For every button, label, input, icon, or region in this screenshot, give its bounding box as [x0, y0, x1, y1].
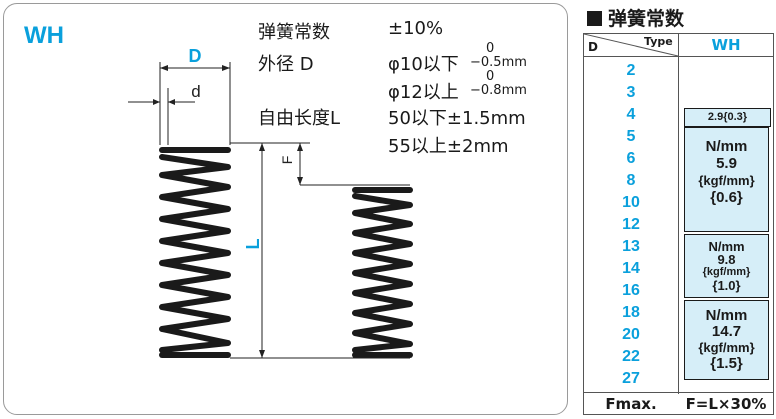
- series-label: WH: [24, 22, 64, 49]
- rate-line: {kgf/mm}: [702, 266, 751, 278]
- rate-line: {1.5}: [710, 355, 743, 372]
- d-value: 6: [626, 150, 636, 167]
- spec-value-d10: φ10以下: [388, 54, 459, 75]
- spec-panel: [3, 3, 568, 415]
- header-wh: WH: [711, 36, 741, 54]
- rate-line: N/mm: [708, 239, 745, 254]
- spec-name-free-length: 自由长度L: [258, 108, 341, 129]
- spring-compressed: [352, 187, 413, 358]
- rate-box-5-9: N/mm 5.9 {kgf/mm} {0.6}: [684, 127, 769, 232]
- d-value: 16: [622, 282, 640, 299]
- spec-value-l55: 55以上±2mm: [388, 136, 509, 157]
- table-title: 弹簧常数: [587, 4, 684, 31]
- rate-line: 2.9{0.3}: [707, 111, 748, 123]
- rate-box-14-7: N/mm 14.7 {kgf/mm} {1.5}: [684, 300, 769, 380]
- d-value: 2: [626, 62, 636, 79]
- spring-diagram: D d L F: [128, 46, 413, 359]
- d-value: 8: [626, 172, 636, 189]
- spec-value-l50: 50以下±1.5mm: [388, 108, 526, 129]
- d-value: 27: [622, 370, 640, 387]
- rate-line: {0.6}: [710, 189, 743, 206]
- rate-line: 9.8: [717, 252, 736, 267]
- fmax-value: F=L×30%: [685, 395, 767, 413]
- d-value: 13: [622, 238, 640, 255]
- d-value: 14: [622, 260, 640, 277]
- rate-line: {1.0}: [712, 278, 741, 293]
- d-value: 10: [622, 194, 640, 211]
- spring-rate-table: D Type WH 2 3 4 5 6 8 10 12 13 14 16 18 …: [583, 33, 774, 415]
- d-value: 20: [622, 326, 640, 343]
- rate-box-small: 2.9{0.3}: [684, 108, 771, 127]
- d-value: 22: [622, 348, 640, 365]
- spec-value-d12: φ12以上: [388, 82, 459, 103]
- rate-line: 5.9: [716, 155, 737, 172]
- label-outer-diameter: D: [189, 46, 202, 66]
- rate-line: 14.7: [711, 323, 742, 340]
- table-title-text: 弹簧常数: [608, 8, 685, 30]
- d-value: 3: [626, 84, 636, 101]
- tol-d12-top: 0: [486, 69, 495, 84]
- label-deflection: F: [279, 156, 295, 165]
- tol-d12-bottom: −0.8mm: [470, 83, 527, 98]
- d-value: 18: [622, 304, 640, 321]
- header-type: Type: [644, 35, 673, 48]
- spring-free: [159, 147, 231, 358]
- d-value: 4: [626, 106, 636, 123]
- label-wire-diameter: d: [191, 82, 200, 101]
- tol-d10-bottom: −0.5mm: [470, 55, 527, 70]
- table-footer: Fmax. F=L×30%: [584, 392, 773, 415]
- rate-line: {kgf/mm}: [698, 340, 755, 355]
- fmax-label: Fmax.: [605, 395, 657, 413]
- spec-value-rate: ±10%: [388, 18, 444, 39]
- label-free-length: L: [243, 239, 263, 250]
- rate-line: {kgf/mm}: [698, 173, 755, 188]
- square-icon: [587, 11, 602, 26]
- d-value: 12: [622, 216, 640, 233]
- spec-name-rate: 弹簧常数: [258, 22, 330, 43]
- tol-d10-top: 0: [486, 41, 495, 56]
- rate-box-9-8: N/mm 9.8 {kgf/mm} {1.0}: [684, 234, 769, 298]
- rate-line: N/mm: [705, 307, 748, 324]
- column-divider: [678, 34, 679, 394]
- d-value: 5: [626, 128, 636, 145]
- spec-name-outer-d: 外径 D: [258, 54, 314, 75]
- header-d: D: [588, 40, 598, 54]
- rate-line: N/mm: [705, 138, 748, 155]
